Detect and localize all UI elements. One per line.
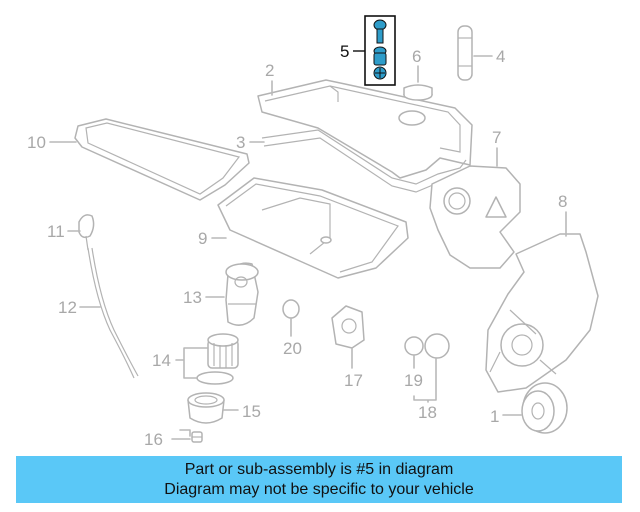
callout-19[interactable]: 19: [404, 371, 423, 390]
callout-4[interactable]: 4: [496, 47, 505, 66]
callout-6[interactable]: 6: [412, 47, 421, 66]
part-7-front-cover[interactable]: [429, 165, 521, 269]
leader-18-19: [413, 355, 437, 403]
callout-16[interactable]: 16: [144, 430, 163, 449]
callout-5[interactable]: 5: [340, 42, 349, 61]
part-1-crank-pulley[interactable]: [521, 382, 568, 434]
part-17-sensor[interactable]: [331, 305, 365, 349]
callout-15[interactable]: 15: [242, 402, 261, 421]
leader-14: [175, 347, 209, 379]
callout-13[interactable]: 13: [183, 288, 202, 307]
callout-18[interactable]: 18: [418, 403, 437, 422]
part-13-filter-housing[interactable]: [225, 262, 259, 326]
part-9-oil-pan[interactable]: [217, 177, 409, 279]
callout-2[interactable]: 2: [265, 61, 274, 80]
oil-filler-opening: [398, 110, 426, 126]
parts-diagram: 10 2 3 6 5 4: [27, 15, 599, 449]
leader-16: [171, 429, 191, 440]
part-18-seal-large[interactable]: [424, 333, 450, 359]
part-16-drain-plug[interactable]: [191, 431, 203, 443]
part-20-o-ring[interactable]: [282, 299, 300, 319]
part-4-breather-tube[interactable]: [457, 25, 473, 81]
part-11-dipstick-handle[interactable]: [78, 214, 95, 251]
info-banner: Part or sub-assembly is #5 in diagram Di…: [16, 456, 622, 503]
callout-1[interactable]: 1: [490, 407, 499, 426]
banner-line-1: Part or sub-assembly is #5 in diagram: [184, 461, 454, 478]
part-12-dipstick-tube[interactable]: [87, 247, 139, 379]
part-6-oil-filler-cap[interactable]: [403, 84, 433, 101]
callout-10[interactable]: 10: [27, 133, 46, 152]
callout-14[interactable]: 14: [152, 351, 171, 370]
part-10-oil-pan-gasket[interactable]: [74, 118, 250, 201]
callout-17[interactable]: 17: [344, 371, 363, 390]
part-15-filter-cap[interactable]: [187, 392, 225, 424]
callout-11[interactable]: 11: [47, 222, 65, 241]
part-2-valve-cover[interactable]: [257, 79, 473, 179]
part-14-oil-filter[interactable]: [196, 333, 239, 385]
callout-3[interactable]: 3: [236, 133, 245, 152]
callout-20[interactable]: 20: [283, 339, 302, 358]
part-19-seal-small[interactable]: [404, 336, 424, 356]
part-8-belt-cover[interactable]: [485, 233, 599, 393]
banner-line-2: Diagram may not be specific to your vehi…: [164, 481, 474, 498]
callout-8[interactable]: 8: [558, 192, 567, 211]
callout-9[interactable]: 9: [198, 229, 207, 248]
callout-12[interactable]: 12: [58, 298, 77, 317]
callout-7[interactable]: 7: [492, 128, 501, 147]
part-5-highlighted-assembly[interactable]: [364, 15, 396, 86]
